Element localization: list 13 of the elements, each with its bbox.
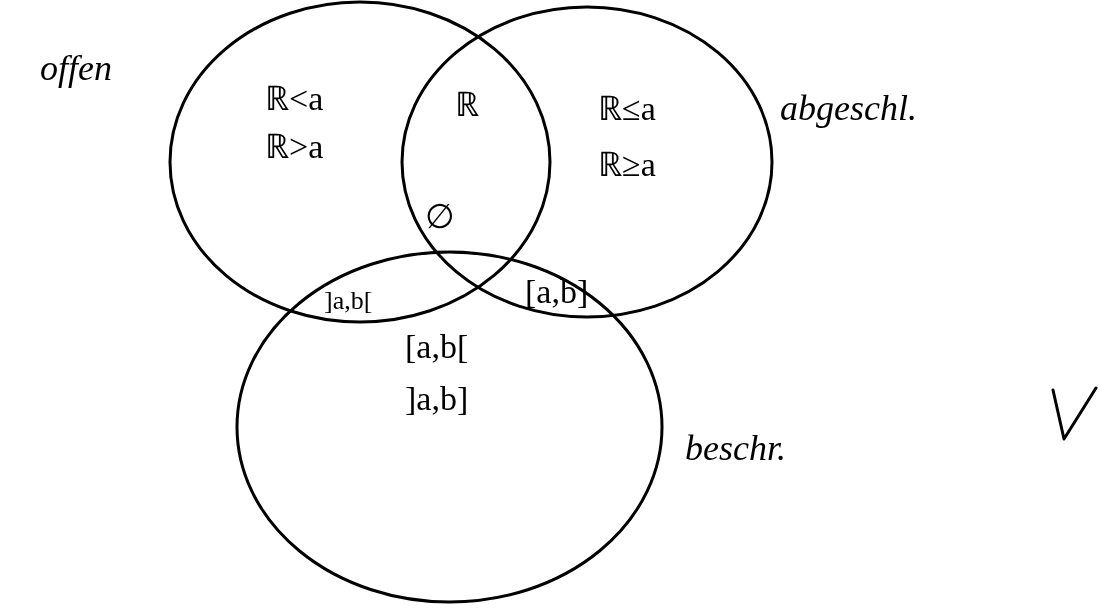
region-label: [a,b[ — [405, 330, 469, 364]
region-label: [a,b] — [525, 275, 589, 309]
set-label: abgeschl. — [780, 90, 917, 126]
set-label: beschr. — [685, 430, 786, 466]
region-label: ℝ≥a — [598, 148, 656, 182]
region-label: ℝ≤a — [598, 92, 656, 126]
region-label: ]a,b] — [405, 382, 469, 416]
region-label: ∅ — [425, 200, 455, 234]
region-label: ℝ<a — [265, 82, 324, 116]
region-label: ℝ>a — [265, 130, 324, 164]
region-label: ℝ — [455, 88, 479, 122]
set-label: offen — [40, 50, 112, 86]
region-label: ]a,b[ — [324, 288, 373, 314]
